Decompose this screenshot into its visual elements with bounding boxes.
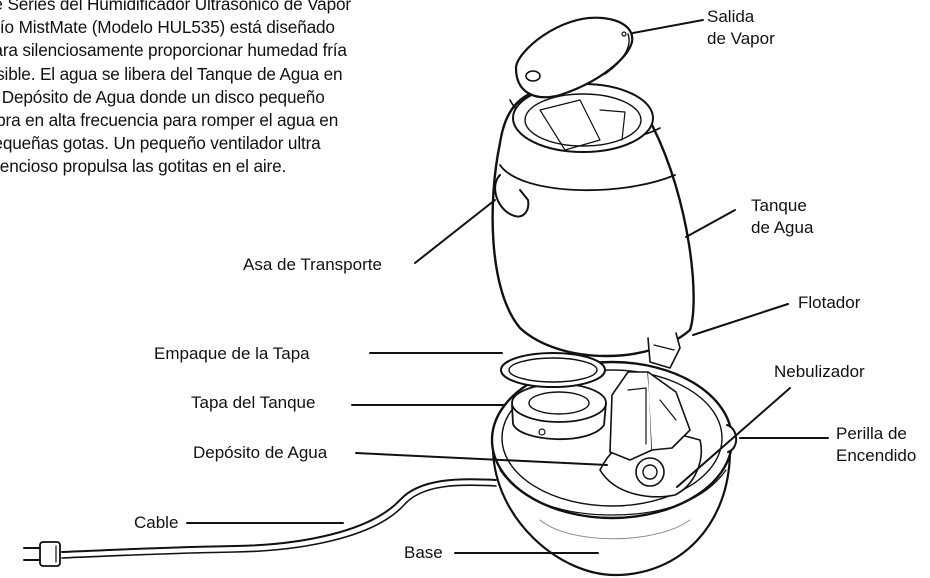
gasket-shape bbox=[500, 352, 606, 388]
description-line: visible. El agua se libera del Tanque de… bbox=[0, 63, 343, 84]
tank-cap-shape bbox=[511, 383, 607, 441]
label-mist-outlet-line2: de Vapor bbox=[707, 29, 775, 48]
description-line: el Depósito de Agua donde un disco peque… bbox=[0, 86, 325, 107]
label-base: Base bbox=[404, 543, 443, 562]
label-water-reservoir: Depósito de Agua bbox=[193, 443, 328, 462]
tank-top-opening bbox=[512, 83, 654, 153]
label-water-tank-line2: de Agua bbox=[751, 218, 814, 237]
leader-lines bbox=[186, 19, 829, 554]
label-carry-handle: Asa de Transporte bbox=[243, 255, 382, 274]
label-cable: Cable bbox=[134, 513, 179, 532]
label-tank-cap: Tapa del Tanque bbox=[191, 393, 316, 412]
cable-shape bbox=[23, 478, 497, 567]
handle-shape bbox=[494, 174, 530, 218]
mist-outlet-shape bbox=[514, 16, 634, 99]
description-line: Frío MistMate (Modelo HUL535) está diseñ… bbox=[0, 17, 335, 38]
label-power-knob: Perilla de Encendido bbox=[836, 423, 916, 467]
description-line: para silenciosamente proporcionar humeda… bbox=[0, 40, 347, 61]
description-line: vibra en alta frecuencia para romper el … bbox=[0, 110, 339, 131]
description-line: silencioso propulsa las gotitas en el ai… bbox=[0, 156, 287, 177]
label-water-tank-line1: Tanque bbox=[751, 196, 807, 215]
label-cap-gasket: Empaque de la Tapa bbox=[154, 344, 310, 363]
label-power-knob-line1: Perilla de bbox=[836, 424, 907, 443]
label-mist-outlet: Salida de Vapor bbox=[707, 6, 775, 50]
label-power-knob-line2: Encendido bbox=[836, 446, 917, 465]
label-nebulizer: Nebulizador bbox=[774, 362, 865, 381]
tower-shape bbox=[609, 371, 691, 461]
description-text: de Series del Humidificador Ultrasónico … bbox=[0, 0, 351, 179]
label-float: Flotador bbox=[798, 293, 861, 312]
label-mist-outlet-line1: Salida bbox=[707, 7, 755, 26]
description-line: de Series del Humidificador Ultrasónico … bbox=[0, 0, 351, 14]
label-water-tank: Tanque de Agua bbox=[751, 195, 813, 239]
description-line: pequeñas gotas. Un pequeño ventilador ul… bbox=[0, 133, 321, 154]
